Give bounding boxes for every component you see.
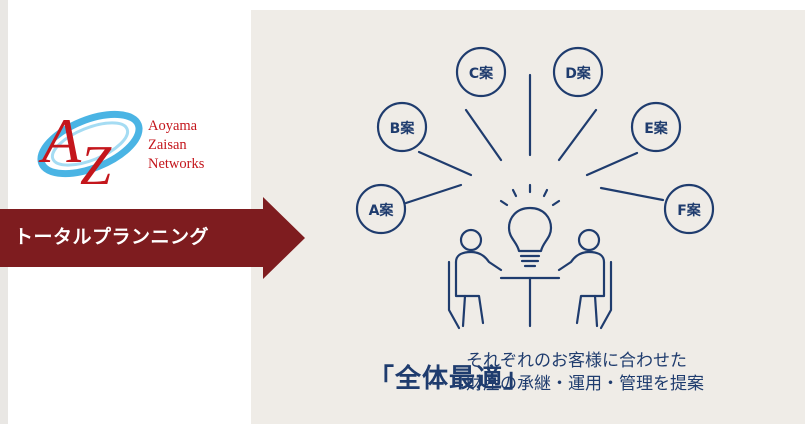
lightbulb-icon [507,206,553,253]
az-logo-icon: A Z [37,105,143,192]
bubble-b [376,101,428,153]
option-d-label: D案 [565,65,592,82]
logo-name-line-2: Zaisan [148,137,187,153]
logo-name-line-1: Aoyama [148,118,198,134]
description-line-2: 財産の承継・運用・管理を提案 [466,374,704,394]
ray-d [557,108,598,162]
svg-text:A: A [38,105,82,176]
description: それぞれのお客様に合わせた 財産の承継・運用・管理を提案 [466,350,704,396]
bubble-c [455,46,507,98]
person-left-head [459,228,483,252]
total-planning-arrow [0,197,305,279]
description-line-1: それぞれのお客様に合わせた [466,351,687,371]
option-b-label: B案 [390,120,416,137]
option-c-label: C案 [469,65,494,82]
option-f-label: F案 [677,202,702,219]
bubble-f [663,183,715,235]
option-e-label: E案 [644,120,669,137]
bubble-e [630,101,682,153]
logo-name-line-3: Networks [148,156,205,172]
ray-b [417,150,473,177]
headline-close-bracket: 」 [503,364,531,394]
logo-company-name: Aoyama Zaisan Networks [148,117,204,174]
headline-open-bracket: 「 [368,364,396,394]
headline-text: 全体最適 [395,364,504,394]
planning-diagram: A案 B案 C案 D案 E案 F案 [355,46,715,330]
bubble-d [552,46,604,98]
headline: 「全体最適」 [368,358,530,395]
person-right-head [577,228,601,252]
svg-text:Z: Z [80,135,112,192]
ray-e [585,151,639,177]
ray-c [464,108,503,162]
option-a-label: A案 [369,202,395,219]
ray-f [599,186,665,202]
bubble-a [355,183,407,235]
ray-a [404,183,463,205]
arrow-label: トータルプランニング [14,226,210,248]
